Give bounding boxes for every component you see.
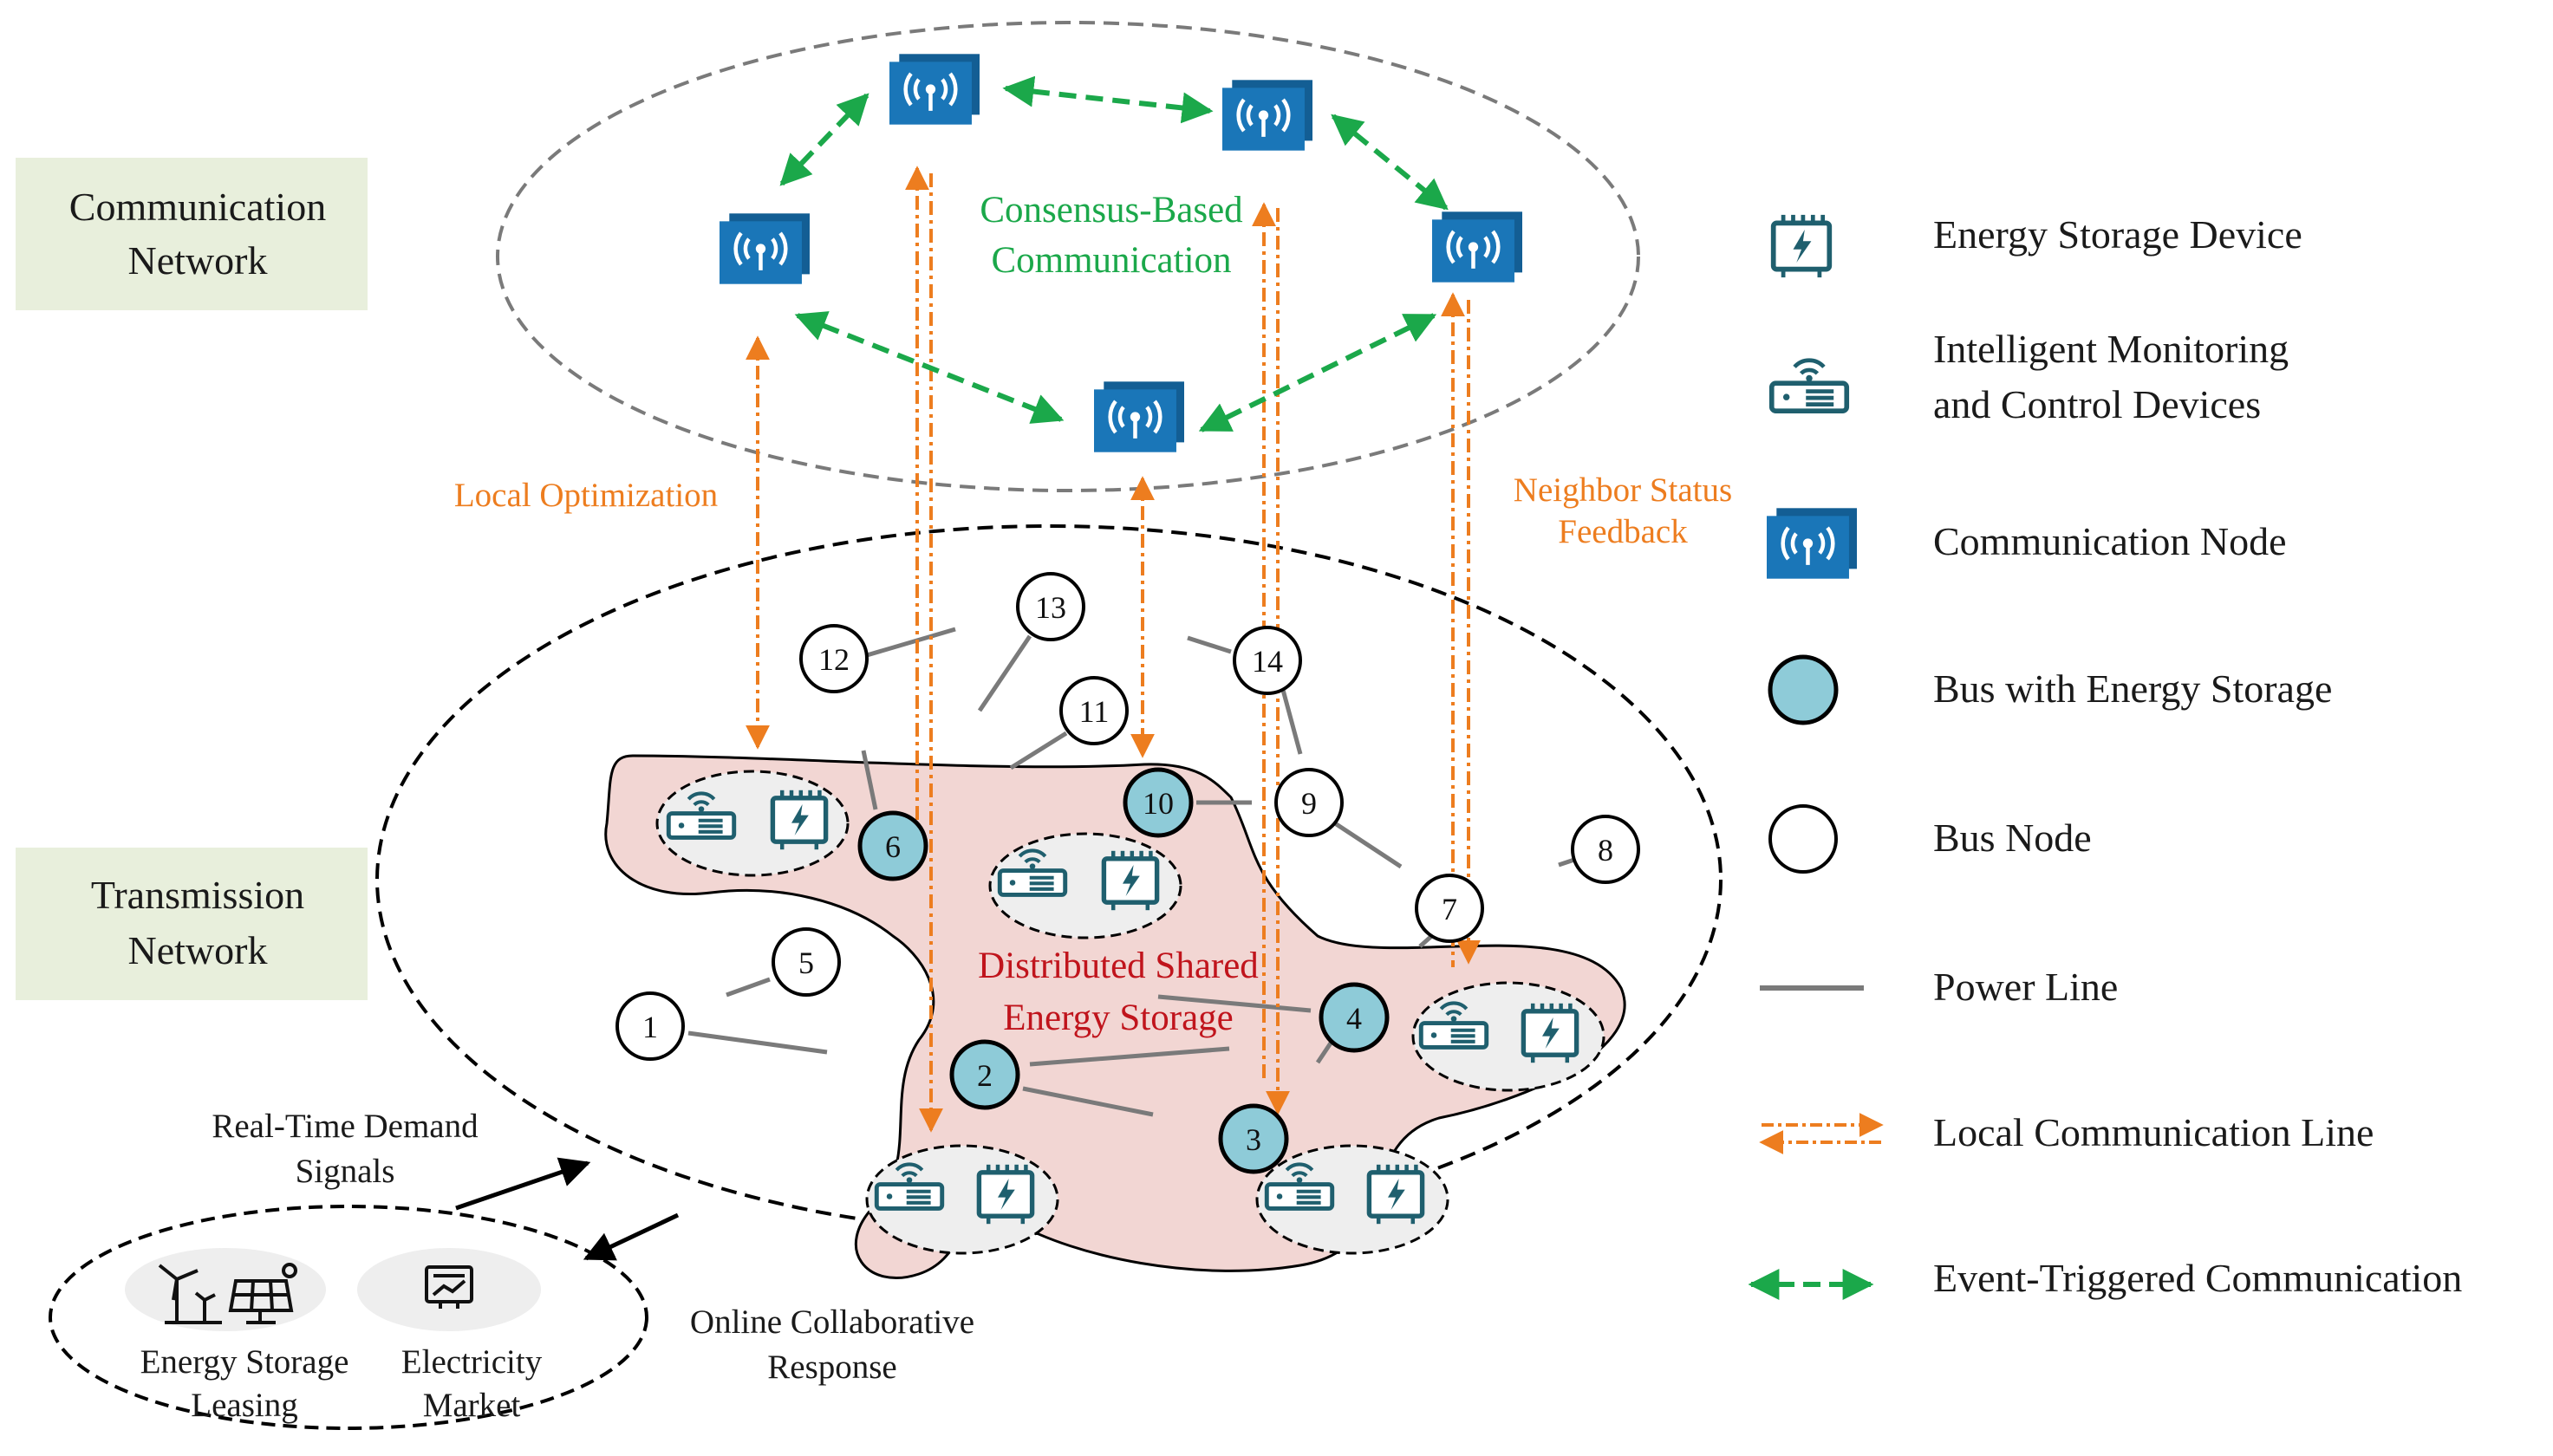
bus-label: 7 <box>1442 892 1457 926</box>
energy-storage-icon <box>1369 1165 1422 1224</box>
communication-node-icon <box>1222 80 1312 150</box>
bus-with-storage: 10 <box>1123 767 1194 838</box>
event-triggered-links <box>779 75 1449 432</box>
bus-circle <box>1123 767 1194 838</box>
bus-label: 9 <box>1301 786 1317 821</box>
bus-with-storage: 2 <box>949 1039 1020 1110</box>
bus-circle <box>615 991 685 1061</box>
communication-node-icon <box>720 213 810 283</box>
bus-with-storage: 3 <box>1218 1103 1289 1174</box>
storage-group-10 <box>988 832 1182 939</box>
legend-label-bus: Bus Node <box>1933 816 2092 860</box>
bus-circle <box>1274 768 1344 837</box>
bus-label: 14 <box>1252 644 1283 679</box>
leasing-bubble <box>125 1248 326 1331</box>
legend-label-event-comm: Event-Triggered Communication <box>1933 1256 2462 1300</box>
bus-circle <box>1218 1103 1289 1174</box>
energy-storage-icon <box>1104 851 1156 910</box>
bus-label: 8 <box>1598 833 1613 868</box>
bus-label: 11 <box>1079 694 1110 729</box>
bus-node: 12 <box>799 624 869 693</box>
energy-storage-icon <box>772 790 825 849</box>
energy-storage-icon <box>979 1165 1032 1224</box>
legend-label-comm: Communication Node <box>1933 519 2287 563</box>
bus-label: 13 <box>1035 590 1066 625</box>
bus-circle <box>1571 815 1640 884</box>
demand-signal-arrow <box>455 1157 591 1211</box>
communication-node-icon <box>1432 211 1522 282</box>
storage-group-6 <box>655 770 850 877</box>
bus-label: 1 <box>642 1010 658 1044</box>
local-optimization-label: Local Optimization <box>454 477 718 514</box>
legend-label-local-comm: Local Communication Line <box>1933 1110 2374 1154</box>
legend-label-power-line: Power Line <box>1933 965 2118 1009</box>
transmission-network-boundary <box>375 524 1723 1235</box>
legend-label-storage: Energy Storage Device <box>1933 212 2302 257</box>
bus-circle <box>772 927 841 997</box>
storage-group-4 <box>1411 981 1605 1092</box>
legend-local-comm-symbol <box>1759 1113 1884 1154</box>
bus-circle <box>1016 572 1085 641</box>
storage-group-3 <box>1255 1144 1449 1255</box>
bus-circle <box>799 624 869 693</box>
bus-node: 13 <box>1016 572 1085 641</box>
communication-node-icon <box>889 54 980 124</box>
bus-label: 5 <box>798 946 814 980</box>
bus-circle <box>1415 874 1484 943</box>
legend-bus-node-symbol <box>1768 804 1838 874</box>
bus-node: 14 <box>1233 626 1302 695</box>
bus-label: 12 <box>818 642 850 677</box>
bus-label: 6 <box>885 829 901 864</box>
legend-comm-node-icon <box>1767 508 1857 578</box>
bus-circle <box>857 810 928 881</box>
bus-with-storage: 4 <box>1319 982 1390 1053</box>
legend-bus-storage-symbol <box>1768 654 1839 725</box>
bus-circle <box>1233 626 1302 695</box>
bus-with-storage: 6 <box>857 810 928 881</box>
bus-node: 1 <box>615 991 685 1061</box>
bus-node: 5 <box>772 927 841 997</box>
response-arrow <box>583 1212 680 1261</box>
solar-panel-icon <box>228 1263 297 1324</box>
communication-node-icon <box>1094 381 1184 452</box>
bus-circle <box>1319 982 1390 1053</box>
bus-label: 10 <box>1143 786 1174 821</box>
bus-node: 11 <box>1059 676 1129 745</box>
storage-group-2 <box>865 1144 1059 1255</box>
bus-node: 8 <box>1571 815 1640 884</box>
bus-circle <box>1059 676 1129 745</box>
bus-label: 2 <box>977 1058 993 1093</box>
bus-circle <box>949 1039 1020 1110</box>
market-chart-icon <box>425 1265 473 1309</box>
legend-monitor-icon <box>1772 361 1846 411</box>
bus-node: 7 <box>1415 874 1484 943</box>
bus-label: 3 <box>1246 1122 1261 1157</box>
legend-storage-icon <box>1774 215 1830 277</box>
legend-label-bus-storage: Bus with Energy Storage <box>1933 666 2332 711</box>
bus-node: 9 <box>1274 768 1344 837</box>
bus-label: 4 <box>1346 1001 1362 1036</box>
wind-turbine-icon <box>158 1264 222 1324</box>
communication-network-boundary <box>496 21 1640 492</box>
energy-storage-icon <box>1523 1004 1576 1063</box>
